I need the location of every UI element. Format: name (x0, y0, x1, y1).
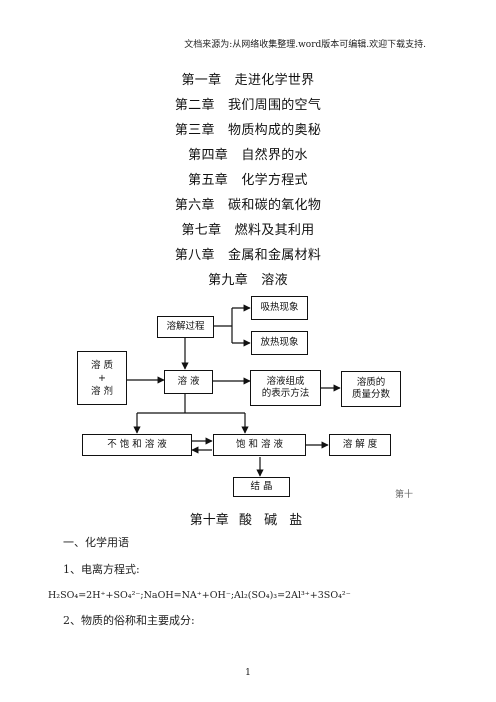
chapter-2: 第二章 我们周围的空气 (174, 98, 322, 113)
page-number: 1 (245, 668, 251, 678)
composition-label-line1: 溶液组成 (266, 376, 305, 387)
mass-fraction-box: 溶质的 质量分数 (341, 371, 401, 407)
solution-box: 溶 液 (164, 370, 213, 394)
solvent-label: 溶 剂 (90, 385, 114, 397)
equation-sodium-hydroxide: NaOH=NA⁺+OH⁻ (143, 590, 231, 601)
equation-aluminum-sulfate: Al₂(SO₄)₃=2Al³⁺+3SO₄²⁻ (234, 590, 351, 601)
chapter-4: 第四章 自然界的水 (188, 148, 308, 163)
dissolve-process-box: 溶解过程 (157, 316, 214, 338)
side-note: 第十 (395, 490, 414, 500)
chapter-1: 第一章 走进化学世界 (181, 73, 315, 88)
section-heading: 一、化学用语 (63, 536, 129, 549)
source-note: 文档来源为:从网络收集整理.word版本可编辑.欢迎下载支持. (184, 40, 426, 50)
ionization-equations: H₂SO₄=2H⁺+SO₄²⁻;NaOH=NA⁺+OH⁻;Al₂(SO₄)₃=2… (48, 590, 351, 601)
endothermic-box: 吸热现象 (251, 296, 308, 320)
unsaturated-box: 不 饱 和 溶 液 (82, 434, 192, 456)
exothermic-label: 放热现象 (260, 337, 299, 348)
unsaturated-label: 不 饱 和 溶 液 (107, 439, 167, 450)
endothermic-label: 吸热现象 (260, 302, 299, 313)
equation-sulfuric-acid: H₂SO₄=2H⁺+SO₄²⁻ (48, 590, 141, 601)
chapter-10-number: 第十章 (189, 513, 229, 528)
chapter-10-heading: 第十章 酸 碱 盐 (0, 509, 496, 528)
composition-label-line2: 的表示方法 (261, 388, 310, 399)
crystallization-box: 结 晶 (233, 477, 290, 497)
chapter-7: 第七章 燃料及其利用 (181, 223, 315, 238)
chapter-3: 第三章 物质构成的奥秘 (174, 123, 322, 138)
chapter-5: 第五章 化学方程式 (188, 173, 308, 188)
exothermic-box: 放热现象 (251, 331, 308, 355)
mass-fraction-label-line1: 溶质的 (356, 377, 386, 388)
subsection-common-names: 2、物质的俗称和主要成分: (63, 614, 195, 627)
solute-solvent-box: 溶 质 + 溶 剂 (77, 351, 127, 405)
solution-label: 溶 液 (177, 376, 200, 387)
composition-box: 溶液组成 的表示方法 (250, 370, 321, 406)
mass-fraction-label-line2: 质量分数 (351, 389, 390, 400)
saturated-label: 饱 和 溶 液 (235, 439, 284, 450)
dissolve-process-label: 溶解过程 (166, 321, 205, 332)
subsection-ionization: 1、电离方程式: (63, 563, 140, 576)
plus-label: + (98, 372, 106, 384)
saturated-box: 饱 和 溶 液 (213, 434, 306, 456)
chapter-10-title: 酸 碱 盐 (238, 513, 307, 528)
crystallization-label: 结 晶 (250, 481, 273, 492)
chapter-8: 第八章 金属和金属材料 (174, 248, 322, 263)
solubility-label: 溶 解 度 (342, 439, 378, 450)
chapter-6: 第六章 碳和碳的氧化物 (174, 198, 322, 213)
chapter-9: 第九章 溶液 (208, 273, 288, 288)
solubility-box: 溶 解 度 (329, 434, 391, 456)
solute-label: 溶 质 (90, 359, 114, 371)
